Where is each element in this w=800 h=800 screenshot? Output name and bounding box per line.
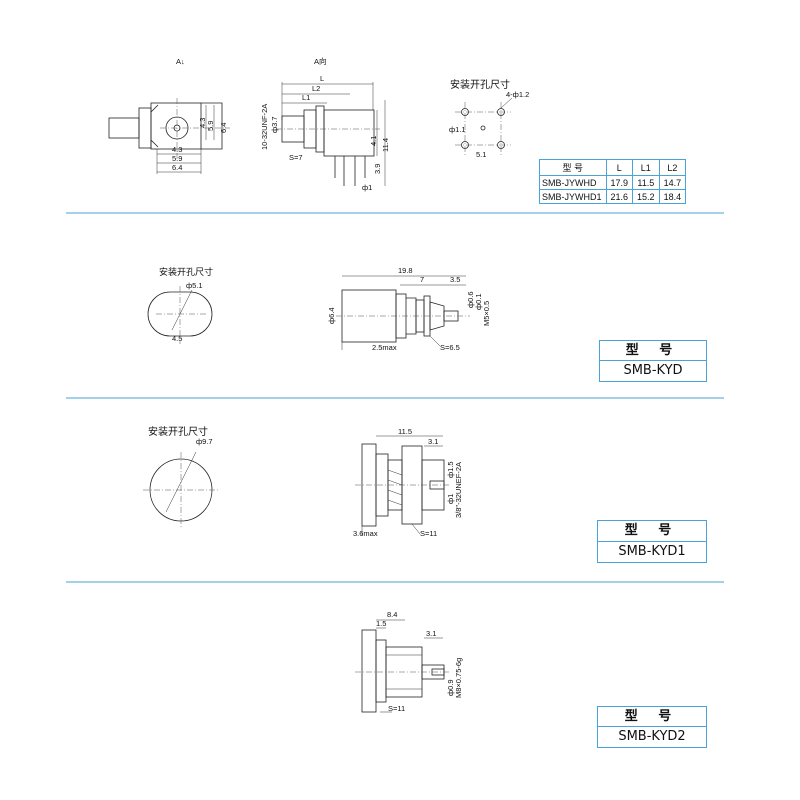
dim-25max: 2.5max: [372, 343, 397, 352]
dim-45: 4.5: [172, 334, 182, 343]
dim-31: 3.1: [428, 437, 438, 446]
table-row: SMB-JYWHD1 21.6 15.2 18.4: [539, 189, 687, 204]
dim-m8: M8×0.75-6g: [454, 658, 463, 698]
dim-198: 19.8: [398, 266, 413, 275]
dim-d97: ф9.7: [196, 437, 213, 446]
dim-d1-s3: ф1: [446, 494, 455, 504]
dim-L1: L1: [302, 93, 310, 102]
model-box-kyd: 型 号 SMB-KYD: [599, 340, 707, 382]
dim-7: 7: [420, 275, 424, 284]
view-label-a-direction: A向: [314, 56, 327, 66]
spec-table: 型 号 L L1 L2 SMB-JYWHD 17.9 11.5 14.7 SMB…: [539, 159, 687, 204]
table-row: SMB-JYWHD 17.9 11.5 14.7: [539, 175, 687, 190]
dim-d09: ф0.9: [446, 679, 455, 696]
col-L2: L2: [658, 159, 687, 176]
model-name: SMB-KYD: [623, 363, 683, 378]
section1-side-view: A向 L L2 L1 10-32UNF-2A ф3.7 S=7 4.1 11.4…: [260, 56, 390, 192]
dim-L2: L2: [312, 84, 320, 93]
dim-4-holes: 4-ф1.2: [506, 90, 529, 99]
cell-L1: 11.5: [632, 175, 660, 190]
dim-s11-s4: S=11: [388, 704, 405, 713]
dim-43-h: 4.3: [172, 145, 182, 154]
dim-d06: ф0.6: [466, 291, 475, 308]
model-name: SMB-KYD2: [618, 729, 686, 744]
spec-table-header: 型 号 L L1 L2: [539, 159, 687, 176]
dim-115: 11.5: [398, 427, 412, 436]
dim-thread-3-8: 3/8"-32UNEF-2A: [454, 462, 463, 518]
hole-title-2: 安装开孔尺寸: [159, 266, 213, 278]
col-L: L: [605, 159, 634, 176]
section3-hole-pattern: 安装开孔尺寸 ф9.7: [143, 425, 220, 528]
dim-d01: ф0.1: [474, 293, 483, 310]
cell-L: 21.6: [605, 189, 634, 204]
dim-35: 3.5: [450, 275, 460, 284]
cell-model: SMB-JYWHD: [539, 175, 607, 190]
dim-51: 5.1: [476, 150, 486, 159]
dim-d1: ф1: [362, 183, 372, 192]
dim-59-h: 5.9: [172, 154, 182, 163]
dim-d15: ф1.5: [446, 461, 455, 478]
dim-59-v: 5.9: [206, 121, 215, 131]
cell-L1: 15.2: [632, 189, 660, 204]
dim-s65: S=6.5: [440, 343, 460, 352]
col-L1: L1: [632, 159, 660, 176]
section3-side-view: 11.5 3.1 ф1.5 3/8"-32UNEF-2A ф1 3.6max S…: [353, 427, 463, 538]
hole-title-3: 安装开孔尺寸: [148, 425, 208, 438]
dim-114: 11.4: [381, 138, 390, 152]
section1-hole-pattern: 安装开孔尺寸 4-ф1.2 ф1.1 5.1: [449, 78, 529, 159]
dim-thread-10-32: 10-32UNF-2A: [260, 104, 269, 150]
dim-31-s4: 3.1: [426, 629, 436, 638]
col-model: 型 号: [539, 159, 607, 176]
dim-L: L: [320, 74, 324, 83]
model-header: 型 号: [600, 341, 706, 361]
section2-hole-pattern: 安装开孔尺寸 ф5.1 4.5: [147, 266, 213, 344]
dim-s7: S=7: [289, 153, 303, 162]
dim-d11: ф1.1: [449, 125, 466, 134]
dim-43-v: 4.3: [198, 118, 207, 128]
section2-side-view: 19.8 7 3.5 ф6.4 ф0.6 ф0.1 M5×0.5 2.5max …: [327, 266, 491, 352]
model-header: 型 号: [598, 707, 706, 727]
dim-d64: ф6.4: [327, 307, 336, 324]
dim-39: 3.9: [373, 164, 382, 174]
cell-L2: 14.7: [658, 175, 687, 190]
model-box-kyd1: 型 号 SMB-KYD1: [597, 520, 707, 563]
model-header: 型 号: [598, 521, 706, 542]
dim-m5: M5×0.5: [482, 301, 491, 326]
dim-64-v: 6.4: [219, 123, 228, 133]
hole-title-1: 安装开孔尺寸: [450, 78, 510, 91]
dim-64-h: 6.4: [172, 163, 182, 172]
dim-36max: 3.6max: [353, 529, 378, 538]
cell-L2: 18.4: [658, 189, 687, 204]
dim-s11-s3: S=11: [420, 529, 437, 538]
model-box-kyd2: 型 号 SMB-KYD2: [597, 706, 707, 748]
dim-d37: ф3.7: [270, 116, 279, 133]
dim-41: 4.1: [369, 136, 378, 146]
dim-15: 1.5: [376, 619, 386, 628]
dim-84: 8.4: [387, 610, 397, 619]
view-label-a: A↓: [176, 57, 185, 66]
dim-d51: ф5.1: [186, 281, 203, 290]
cell-model: SMB-JYWHD1: [539, 189, 607, 204]
section1-front-view: A↓ 4.3 5.9 6.4 4.3 5.9 6.4: [108, 57, 230, 174]
model-name: SMB-KYD1: [618, 544, 686, 559]
section4-side-view: 8.4 1.5 3.1 M8×0.75-6g ф0.9 S=11: [355, 610, 463, 713]
cell-L: 17.9: [605, 175, 634, 190]
